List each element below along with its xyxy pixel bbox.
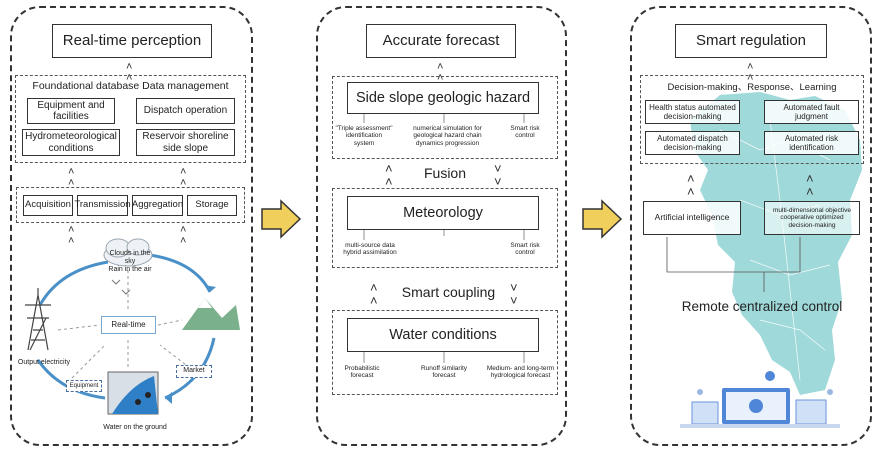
panel1-up-chevron-icon-lower-right: ˄˄ <box>180 224 187 247</box>
water-title: Water conditions <box>347 318 539 352</box>
meteorology-group <box>332 188 558 268</box>
cycle-market-label: Market <box>176 365 212 378</box>
decision-item-fault: Automated fault judgment <box>764 100 859 124</box>
coupling-up-chevron-icon: ˄˄ <box>370 280 378 308</box>
db-item-equipment: Equipment and facilities <box>27 98 115 124</box>
decision-item-dispatch: Automated dispatch decision-making <box>645 131 740 155</box>
panel1-up-chevron-icon-left: ˄˄ <box>68 166 75 189</box>
decision-group <box>640 75 864 164</box>
decision-label: Decision-making、Response、Learning <box>667 82 837 93</box>
panel1-title: Real-time perception <box>52 24 212 58</box>
database-group <box>15 75 246 163</box>
multi-objective-box: multi-dimensional objective cooperative … <box>764 201 860 235</box>
water-group <box>332 310 558 395</box>
water-item-medium: Medium- and long-term hydrological forec… <box>486 365 555 380</box>
panel-smart-regulation <box>630 6 872 446</box>
panel2-up-chevron-icon: ˄˄ <box>437 61 444 84</box>
hazard-item-numerical: numerical simulation for geological haza… <box>413 125 482 147</box>
db-item-dispatch: Dispatch operation <box>136 98 235 124</box>
mountain-icon <box>182 298 240 330</box>
stage-acquisition: Acquisition <box>23 195 73 216</box>
database-title: Foundational database Data management <box>32 80 229 92</box>
db-item-reservoir: Reservoir shoreline side slope <box>136 129 235 156</box>
coupling-label: Smart coupling <box>401 284 496 300</box>
hazard-title: Side slope geologic hazard <box>347 82 539 114</box>
fusion-down-chevron-icon: ˅˅ <box>494 161 502 189</box>
stage-transmission: Transmission <box>74 195 131 216</box>
cloud-icon <box>103 238 153 267</box>
hazard-group <box>332 76 558 159</box>
cycle-center-label: Real-time <box>101 316 156 334</box>
water-item-runoff: Runoff similarity forecast <box>420 365 468 380</box>
power-tower-icon <box>25 288 51 351</box>
stage-storage: Storage <box>187 195 237 216</box>
panel2-title: Accurate forecast <box>366 24 516 58</box>
panel3-up-chevron-icon: ˄˄ <box>747 61 754 84</box>
stage-group <box>16 187 245 223</box>
decision-item-health: Health status automated decision-making <box>645 100 740 124</box>
technology-illustration-icon <box>680 371 840 428</box>
cycle-water-ground-label: Water on the ground <box>103 424 167 431</box>
panel3-title: Smart regulation <box>675 24 827 58</box>
panel1-up-chevron-icon-right: ˄˄ <box>180 166 187 189</box>
ai-box: Artificial intelligence <box>643 201 741 235</box>
panel1-up-chevron-icon-lower-left: ˄˄ <box>68 224 75 247</box>
water-item-probabilistic: Probabilistic forecast <box>344 365 380 380</box>
decision-item-risk: Automated risk identification <box>764 131 859 155</box>
cycle-output-electricity-label: Output electricity <box>17 359 71 366</box>
fusion-up-chevron-icon: ˄˄ <box>385 161 393 189</box>
db-item-hydromet: Hydrometeorological conditions <box>22 129 120 156</box>
panel-accurate-forecast <box>316 6 567 446</box>
hazard-item-risk: Smart risk control <box>510 125 540 140</box>
ai-up-chevron-icon: ˄˄ <box>687 171 695 199</box>
cycle-equipment-label: Equipment <box>66 380 102 392</box>
hazard-item-triple: "Triple assessment" identification syste… <box>335 125 393 147</box>
fusion-label: Fusion <box>423 165 467 181</box>
dam-icon <box>107 371 159 415</box>
multi-up-chevron-icon: ˄˄ <box>806 171 814 199</box>
met-item-risk: Smart risk control <box>510 242 540 257</box>
panel1-up-chevron-icon: ˄˄ <box>126 61 133 84</box>
meteorology-title: Meteorology <box>347 196 539 230</box>
cycle-clouds-label: Clouds in the sky Rain in the air <box>108 250 152 274</box>
met-item-hybrid: multi-source data hybrid assimilation <box>343 242 397 257</box>
coupling-down-chevron-icon: ˅˅ <box>510 280 518 308</box>
stage-aggregation: Aggregation <box>132 195 183 216</box>
panel-real-time-perception <box>10 6 253 446</box>
remote-control-label: Remote centralized control <box>681 299 843 314</box>
